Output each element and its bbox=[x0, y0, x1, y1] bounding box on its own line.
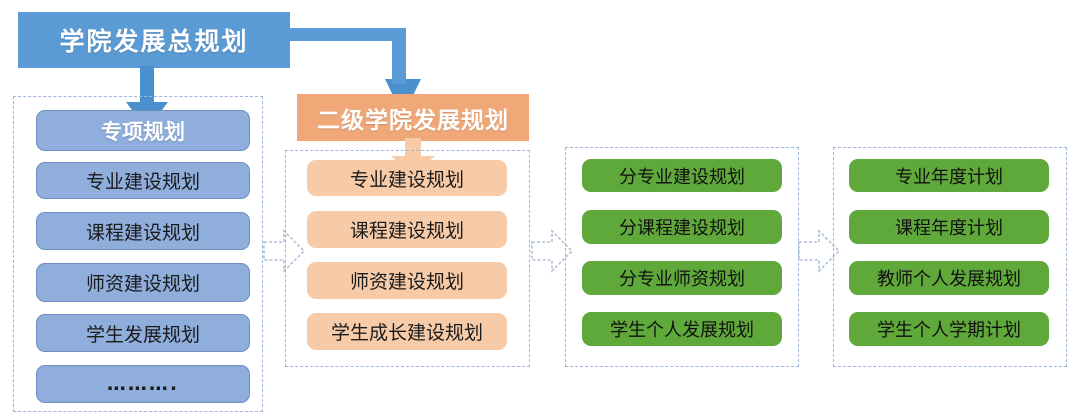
node-sub-major-construction[interactable]: 分专业建设规划 bbox=[582, 159, 782, 192]
connector-chevron-1-2 bbox=[263, 229, 306, 273]
node-teacher-personal-development[interactable]: 教师个人发展规划 bbox=[849, 261, 1049, 295]
node-special-faculty-construction[interactable]: 师资建设规划 bbox=[36, 263, 250, 302]
node-special-course-construction[interactable]: 课程建设规划 bbox=[36, 212, 250, 250]
node-secondary-major-construction[interactable]: 专业建设规划 bbox=[307, 160, 507, 196]
connector-chevron-3-4 bbox=[798, 229, 841, 273]
node-sub-course-construction[interactable]: 分课程建设规划 bbox=[582, 210, 782, 244]
node-secondary-student-growth[interactable]: 学生成长建设规划 bbox=[307, 313, 507, 350]
node-secondary-course-construction[interactable]: 课程建设规划 bbox=[307, 211, 507, 248]
node-secondary-faculty-construction[interactable]: 师资建设规划 bbox=[307, 262, 507, 299]
node-special-more[interactable]: ………. bbox=[36, 365, 250, 403]
node-special-student-development[interactable]: 学生发展规划 bbox=[36, 314, 250, 352]
connector-arrow-to-secondary-items bbox=[391, 138, 435, 175]
node-student-personal-development[interactable]: 学生个人发展规划 bbox=[582, 312, 782, 346]
node-student-semester-plan[interactable]: 学生个人学期计划 bbox=[849, 312, 1049, 346]
node-secondary-college-plan-header[interactable]: 二级学院发展规划 bbox=[297, 94, 529, 141]
node-special-plans-header[interactable]: 专项规划 bbox=[36, 110, 250, 151]
node-sub-major-faculty[interactable]: 分专业师资规划 bbox=[582, 261, 782, 295]
node-course-annual-plan[interactable]: 课程年度计划 bbox=[849, 210, 1049, 244]
connector-chevron-2-3 bbox=[531, 229, 574, 273]
node-special-major-construction[interactable]: 专业建设规划 bbox=[36, 162, 250, 199]
group-frame-secondary-college-plans bbox=[285, 150, 530, 367]
node-major-annual-plan[interactable]: 专业年度计划 bbox=[849, 159, 1049, 192]
group-frame-annual-plans bbox=[833, 147, 1067, 367]
root-node-label: 学院发展总规划 bbox=[59, 27, 249, 56]
root-node-overall-plan[interactable]: 学院发展总规划 bbox=[18, 12, 290, 68]
